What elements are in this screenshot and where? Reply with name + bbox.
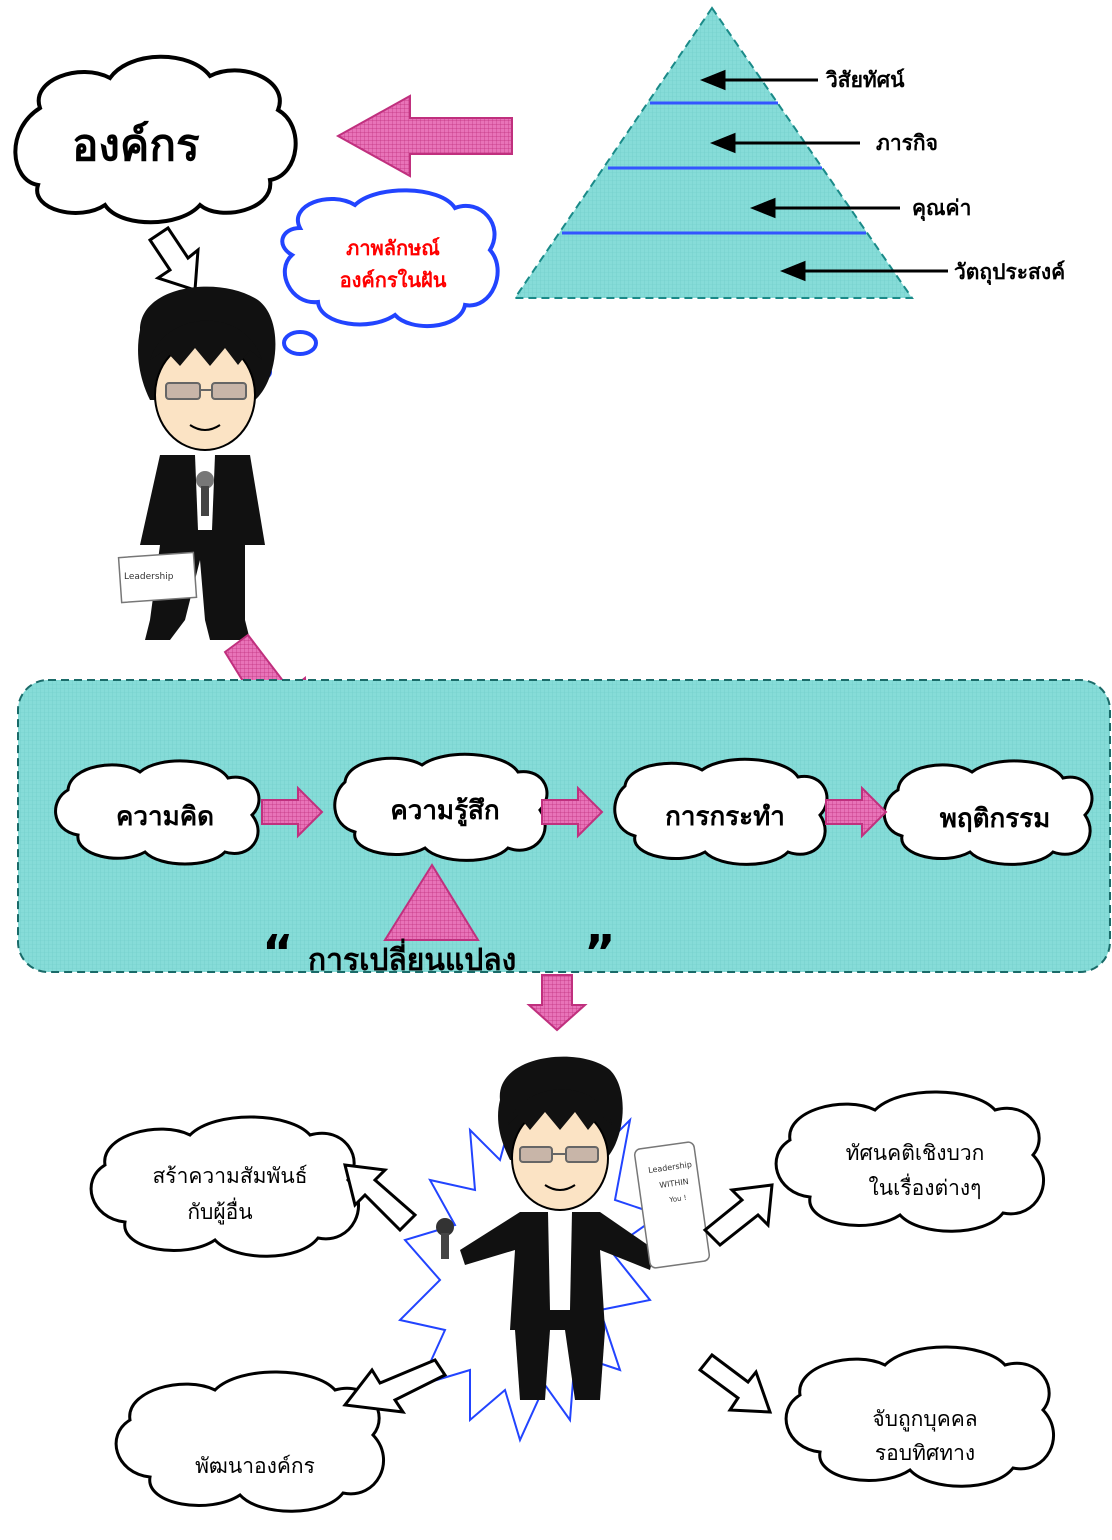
- pyramid-label-mission: ภารกิจ: [876, 131, 938, 155]
- cloud-behavior: [882, 759, 1094, 866]
- org-cloud-label: องค์กร: [72, 120, 200, 171]
- cloud-feeling: [333, 752, 549, 862]
- cloud-positive: [774, 1090, 1045, 1233]
- outcome-positive-line2: ในเรื่องต่างๆ: [868, 1176, 982, 1200]
- outcome-positive-line1: ทัศนคติเชิงบวก: [845, 1141, 985, 1165]
- outcome-catch-line2: รอบทิศทาง: [874, 1441, 976, 1465]
- white-arrow-down: [147, 225, 200, 293]
- dream-cloud-line1: ภาพลักษณ์: [346, 236, 440, 260]
- pyramid-pointers: [699, 69, 948, 282]
- pyramid-label-objective: วัตถุประสงค์: [954, 260, 1066, 284]
- pink-left-arrow: [335, 94, 513, 178]
- step-acting: การกระทำ: [665, 802, 785, 832]
- pink-down-arrow: [526, 974, 588, 1032]
- step-feeling: ความรู้สึก: [390, 796, 500, 826]
- outcome-catch-line1: จับถูกบุคคล: [872, 1407, 978, 1431]
- dream-cloud-line2: องค์กรในฝัน: [339, 268, 447, 292]
- leadership-paper-text: Leadership: [124, 572, 174, 582]
- thought-bubble: [282, 330, 318, 356]
- outcome-relationships-line1: สร้าความสัมพันธ์: [152, 1164, 308, 1188]
- process-panel: [17, 679, 1111, 973]
- cloud-catch: [784, 1345, 1055, 1488]
- cloud-thinking: [54, 759, 261, 866]
- process-arrows: [261, 785, 888, 839]
- pyramid-label-vision: วิสัยทัศน์: [826, 68, 905, 92]
- step-thinking: ความคิด: [115, 802, 214, 832]
- cloud-acting: [613, 757, 829, 866]
- outcome-relationships-line2: กับผู้อื่น: [187, 1200, 253, 1224]
- cloud-develop: [114, 1370, 385, 1513]
- change-quote-close: ”: [584, 925, 616, 981]
- outcome-clouds: [89, 1090, 1055, 1513]
- dream-cloud: [280, 188, 500, 329]
- cloud-relationships: [89, 1115, 360, 1258]
- outcome-arrows: [342, 1163, 774, 1414]
- change-quote-open: “: [262, 925, 294, 981]
- pyramid-label-value: คุณค่า: [912, 196, 972, 220]
- person-bottom: [436, 1056, 711, 1400]
- change-triangle: [383, 863, 480, 941]
- outcome-develop: พัฒนาองค์กร: [195, 1454, 315, 1478]
- org-cloud: [13, 54, 298, 225]
- step-behavior: พฤติกรรม: [939, 804, 1051, 834]
- process-clouds: [54, 752, 1094, 866]
- change-label: การเปลี่ยนแปลง: [308, 943, 517, 978]
- person-top: [117, 286, 276, 640]
- pyramid: [513, 6, 914, 299]
